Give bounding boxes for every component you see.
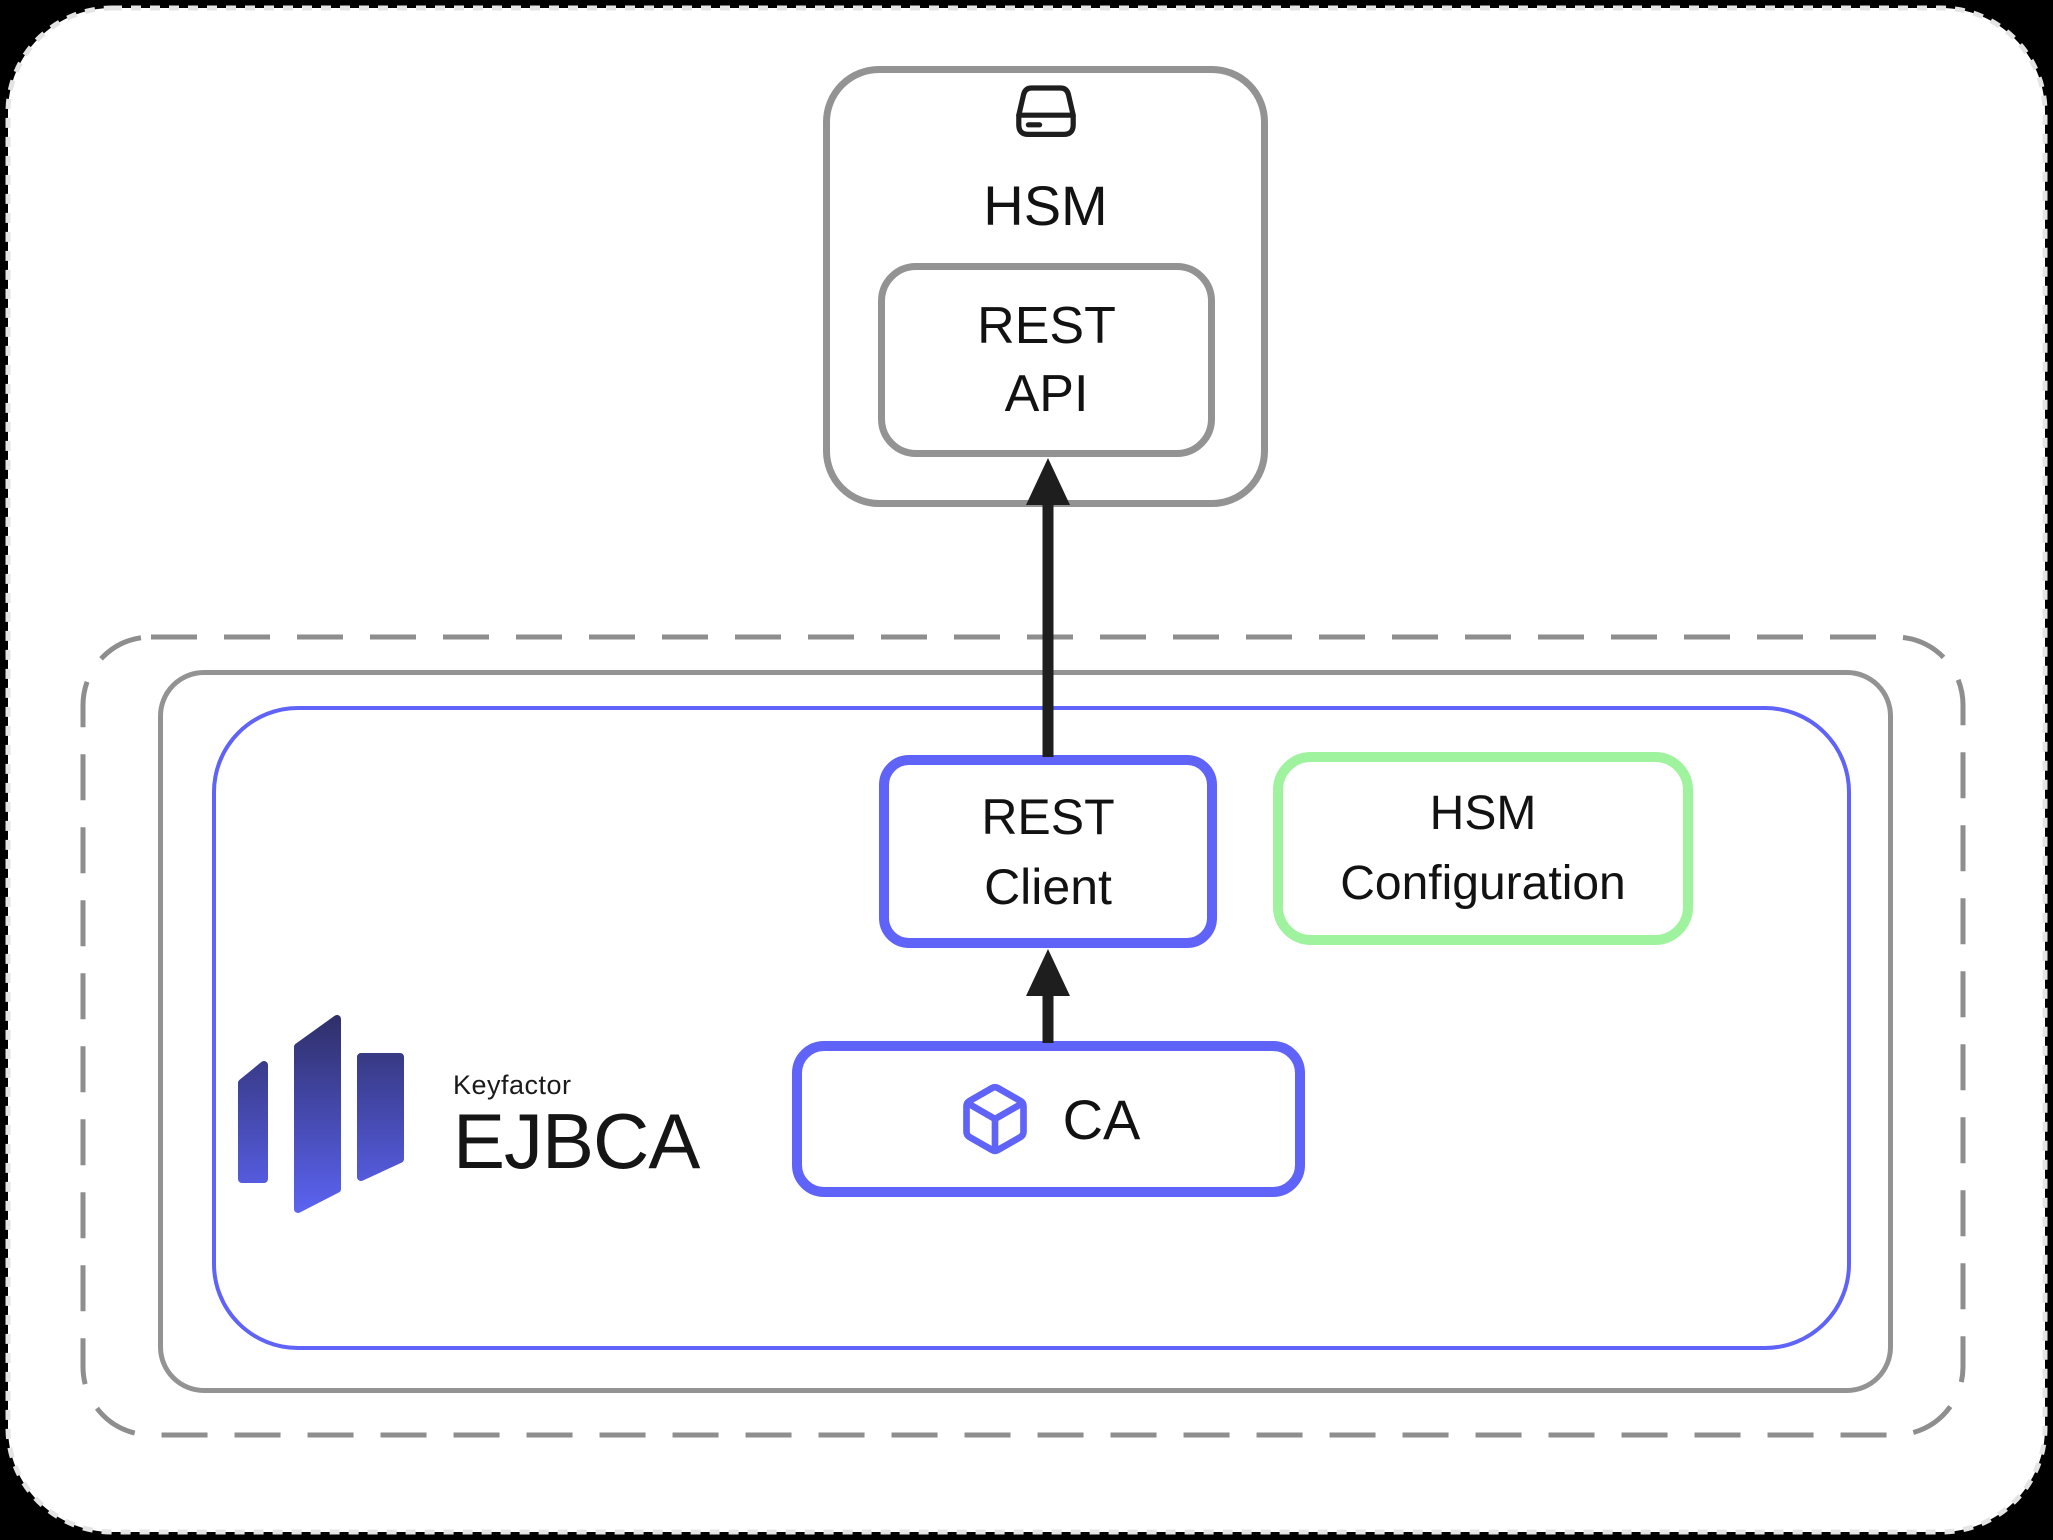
ca-box: CA (792, 1041, 1305, 1197)
rest-api-label-line2: API (1004, 365, 1089, 423)
ejbca-container (212, 706, 1851, 1350)
keyfactor-bars-icon (238, 1014, 404, 1213)
rest-client-label-line2: Client (984, 858, 1112, 915)
cube-icon (962, 1084, 1027, 1155)
ca-label: CA (1062, 1087, 1141, 1151)
server-box (158, 670, 1893, 1393)
rest-api-box: REST API (878, 263, 1215, 457)
hsm-box: HSM REST API (823, 66, 1268, 507)
keyfactor-ejbca-logo: Keyfactor EJBCA (234, 1008, 794, 1218)
ejbca-product-text: EJBCA (453, 1097, 700, 1185)
keyfactor-brand-text: Keyfactor (453, 1070, 572, 1100)
hsm-device-icon (1015, 85, 1076, 137)
rest-client-label-line1: REST (981, 788, 1115, 845)
hsm-configuration-label-line1: HSM (1429, 786, 1537, 840)
hsm-configuration-label-line2: Configuration (1340, 856, 1626, 910)
rest-client-box: REST Client (879, 755, 1217, 948)
hsm-label: HSM (983, 174, 1108, 237)
rest-api-label-line1: REST (977, 297, 1116, 355)
hsm-configuration-box: HSM Configuration (1273, 752, 1693, 945)
